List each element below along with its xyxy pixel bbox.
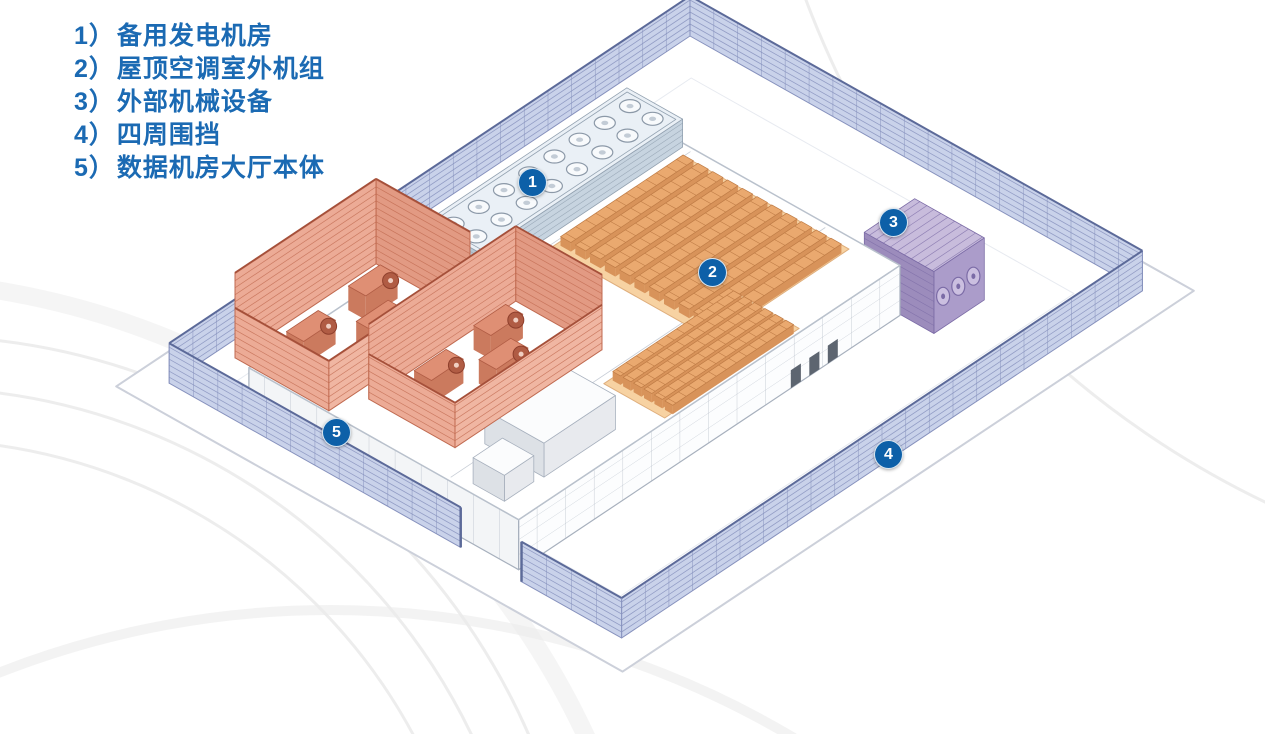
generator-hall xyxy=(234,178,603,449)
legend-item-num: 1 xyxy=(74,22,89,50)
legend-item-3: 3）外部机械设备 xyxy=(74,86,325,119)
legend-item-num: 2 xyxy=(74,55,89,83)
legend-separator: ） xyxy=(88,22,115,50)
legend-item-num: 3 xyxy=(74,88,89,116)
legend-separator: ） xyxy=(88,88,115,116)
legend-separator: ） xyxy=(88,55,115,83)
legend-item-1: 1）备用发电机房 xyxy=(74,20,325,53)
legend-separator: ） xyxy=(88,154,115,182)
legend-separator: ） xyxy=(88,121,115,149)
legend-item-num: 4 xyxy=(74,121,89,149)
rooftop-ac-units xyxy=(549,154,850,419)
rooftop-structures xyxy=(472,361,616,502)
legend-item-label: 四周围挡 xyxy=(116,121,221,149)
diagram-badge-1: 1 xyxy=(518,168,547,197)
legend-item-2: 2）屋顶空调室外机组 xyxy=(74,53,325,86)
legend-item-label: 外部机械设备 xyxy=(116,88,273,116)
diagram-badge-5: 5 xyxy=(322,418,351,447)
legend-item-label: 备用发电机房 xyxy=(116,22,273,50)
legend: 1）备用发电机房 2）屋顶空调室外机组 3）外部机械设备 4）四周围挡 5）数据… xyxy=(74,20,325,185)
legend-item-4: 4）四周围挡 xyxy=(74,119,325,152)
legend-item-5: 5）数据机房大厅本体 xyxy=(74,152,325,185)
diagram-badge-3: 3 xyxy=(879,208,908,237)
legend-item-num: 5 xyxy=(74,154,89,182)
legend-item-label: 屋顶空调室外机组 xyxy=(116,55,325,83)
diagram-badge-4: 4 xyxy=(874,440,903,469)
legend-item-label: 数据机房大厅本体 xyxy=(116,154,325,182)
diagram-badge-2: 2 xyxy=(698,258,727,287)
